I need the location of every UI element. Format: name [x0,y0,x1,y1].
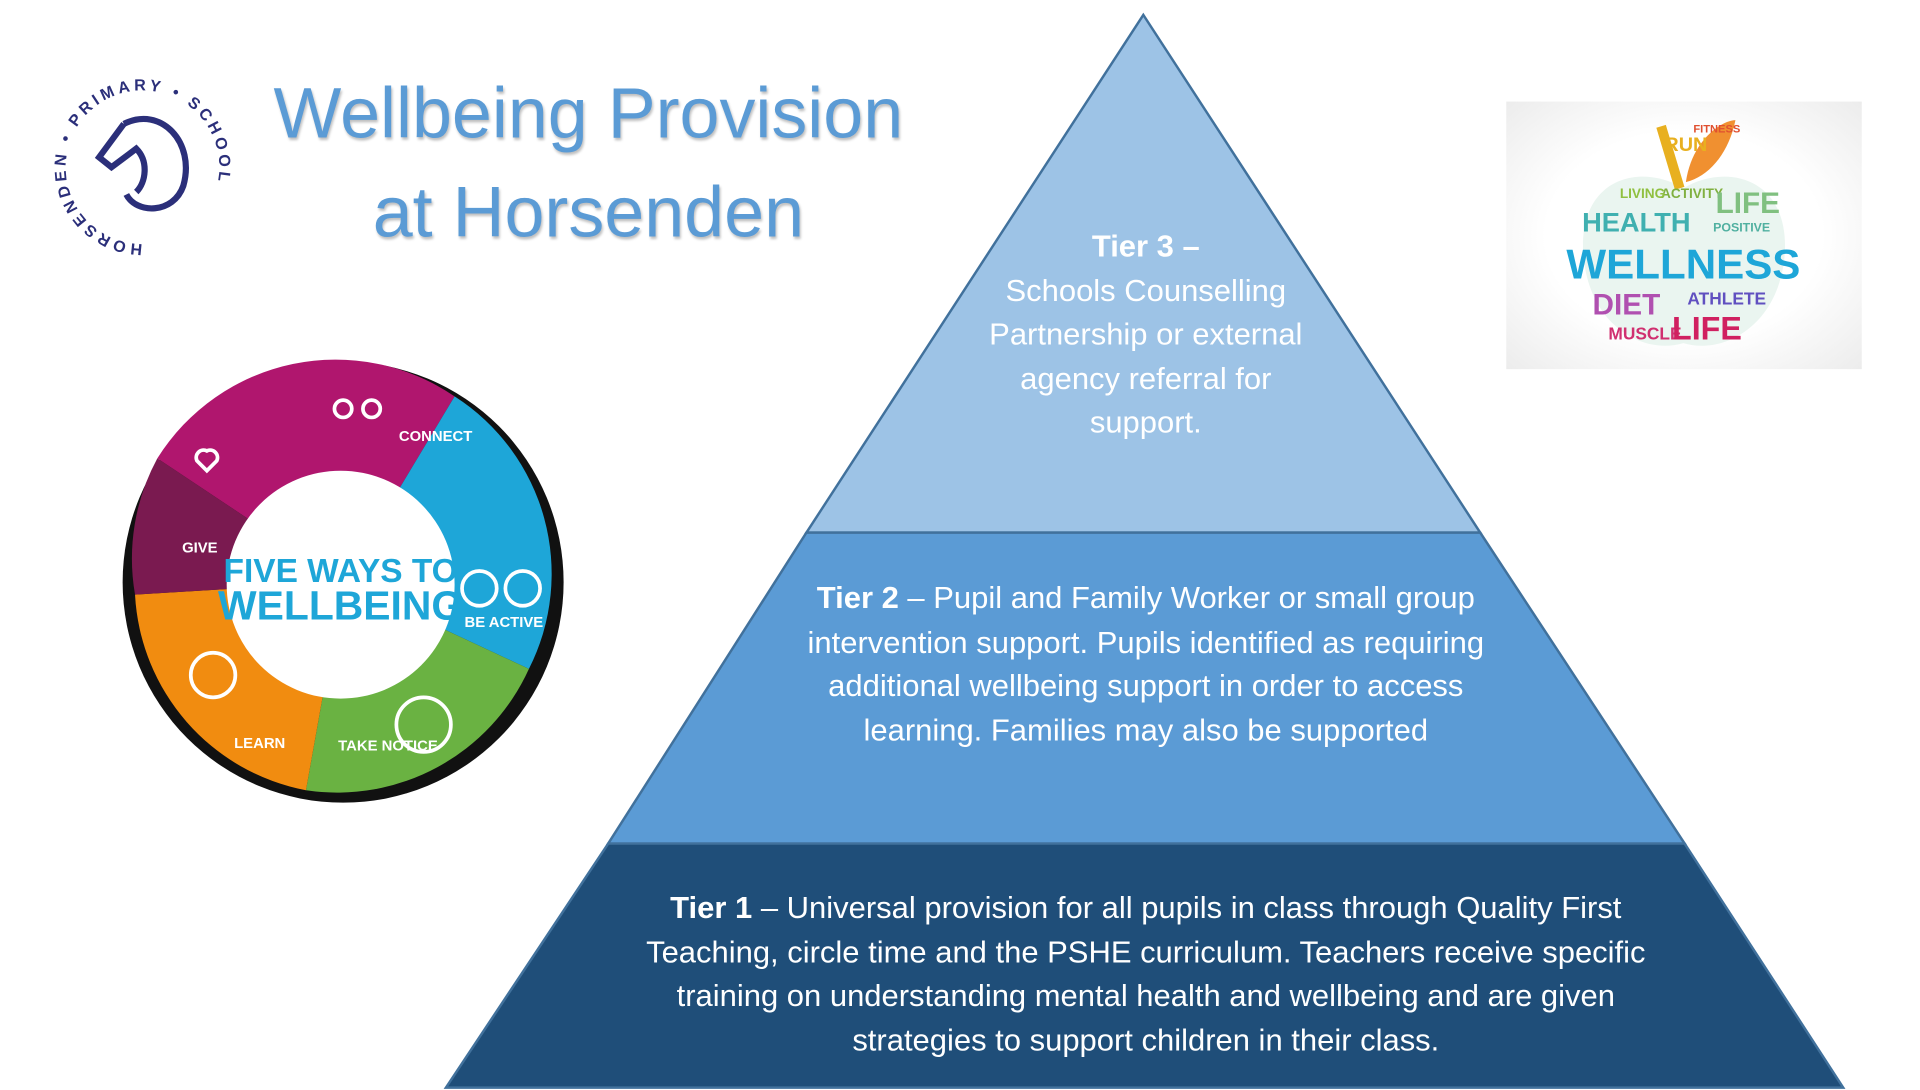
connect-segment [157,359,455,583]
bicycle-icon [460,569,499,608]
horse-head-icon [94,115,189,212]
svg-text:RUN: RUN [1664,134,1707,156]
five-ways-title2: WELLBEING [218,582,463,628]
be-active-label: BE ACTIVE [465,615,544,631]
page-title-line2: at Horsenden [372,172,805,253]
give-label: GIVE [182,540,218,556]
connect-label: CONNECT [399,429,472,445]
wellness-apple-image: RUN FITNESS HEALTH ACTIVITY LIVING LIFE … [1506,101,1862,370]
svg-text:HEALTH: HEALTH [1582,207,1690,238]
svg-text:LIFE: LIFE [1716,187,1780,220]
svg-text:LIVING: LIVING [1620,186,1665,201]
brain-head-icon [188,650,238,700]
learn-label: LEARN [234,736,285,752]
svg-text:MUSCLE: MUSCLE [1608,323,1681,343]
people-icon [332,398,354,420]
svg-text:ACTIVITY: ACTIVITY [1661,186,1723,201]
five-ways-wheel: FIVE WAYS TO WELLBEING CONNECT BE ACTIVE… [122,359,564,803]
heart-hand-icon [194,448,220,474]
page-title-line1: Wellbeing Provision [273,73,904,154]
school-logo: HORSENDEN • PRIMARY • SCHOOL [51,76,229,258]
globe-icon [394,695,453,754]
tier3-text: Tier 3 –Schools Counselling Partnership … [989,229,1303,440]
svg-text:DIET: DIET [1593,289,1661,322]
svg-text:FITNESS: FITNESS [1693,124,1740,136]
svg-text:ATHLETE: ATHLETE [1687,289,1766,309]
five-ways-title1: FIVE WAYS TO [224,553,458,590]
svg-text:LIFE: LIFE [1672,310,1742,346]
svg-text:WELLNESS: WELLNESS [1566,241,1800,288]
svg-text:POSITIVE: POSITIVE [1713,221,1770,235]
tier2-text: Tier 2 – Pupil and Family Worker or smal… [807,580,1485,748]
tier1-text: Tier 1 – Universal provision for all pup… [646,890,1646,1058]
